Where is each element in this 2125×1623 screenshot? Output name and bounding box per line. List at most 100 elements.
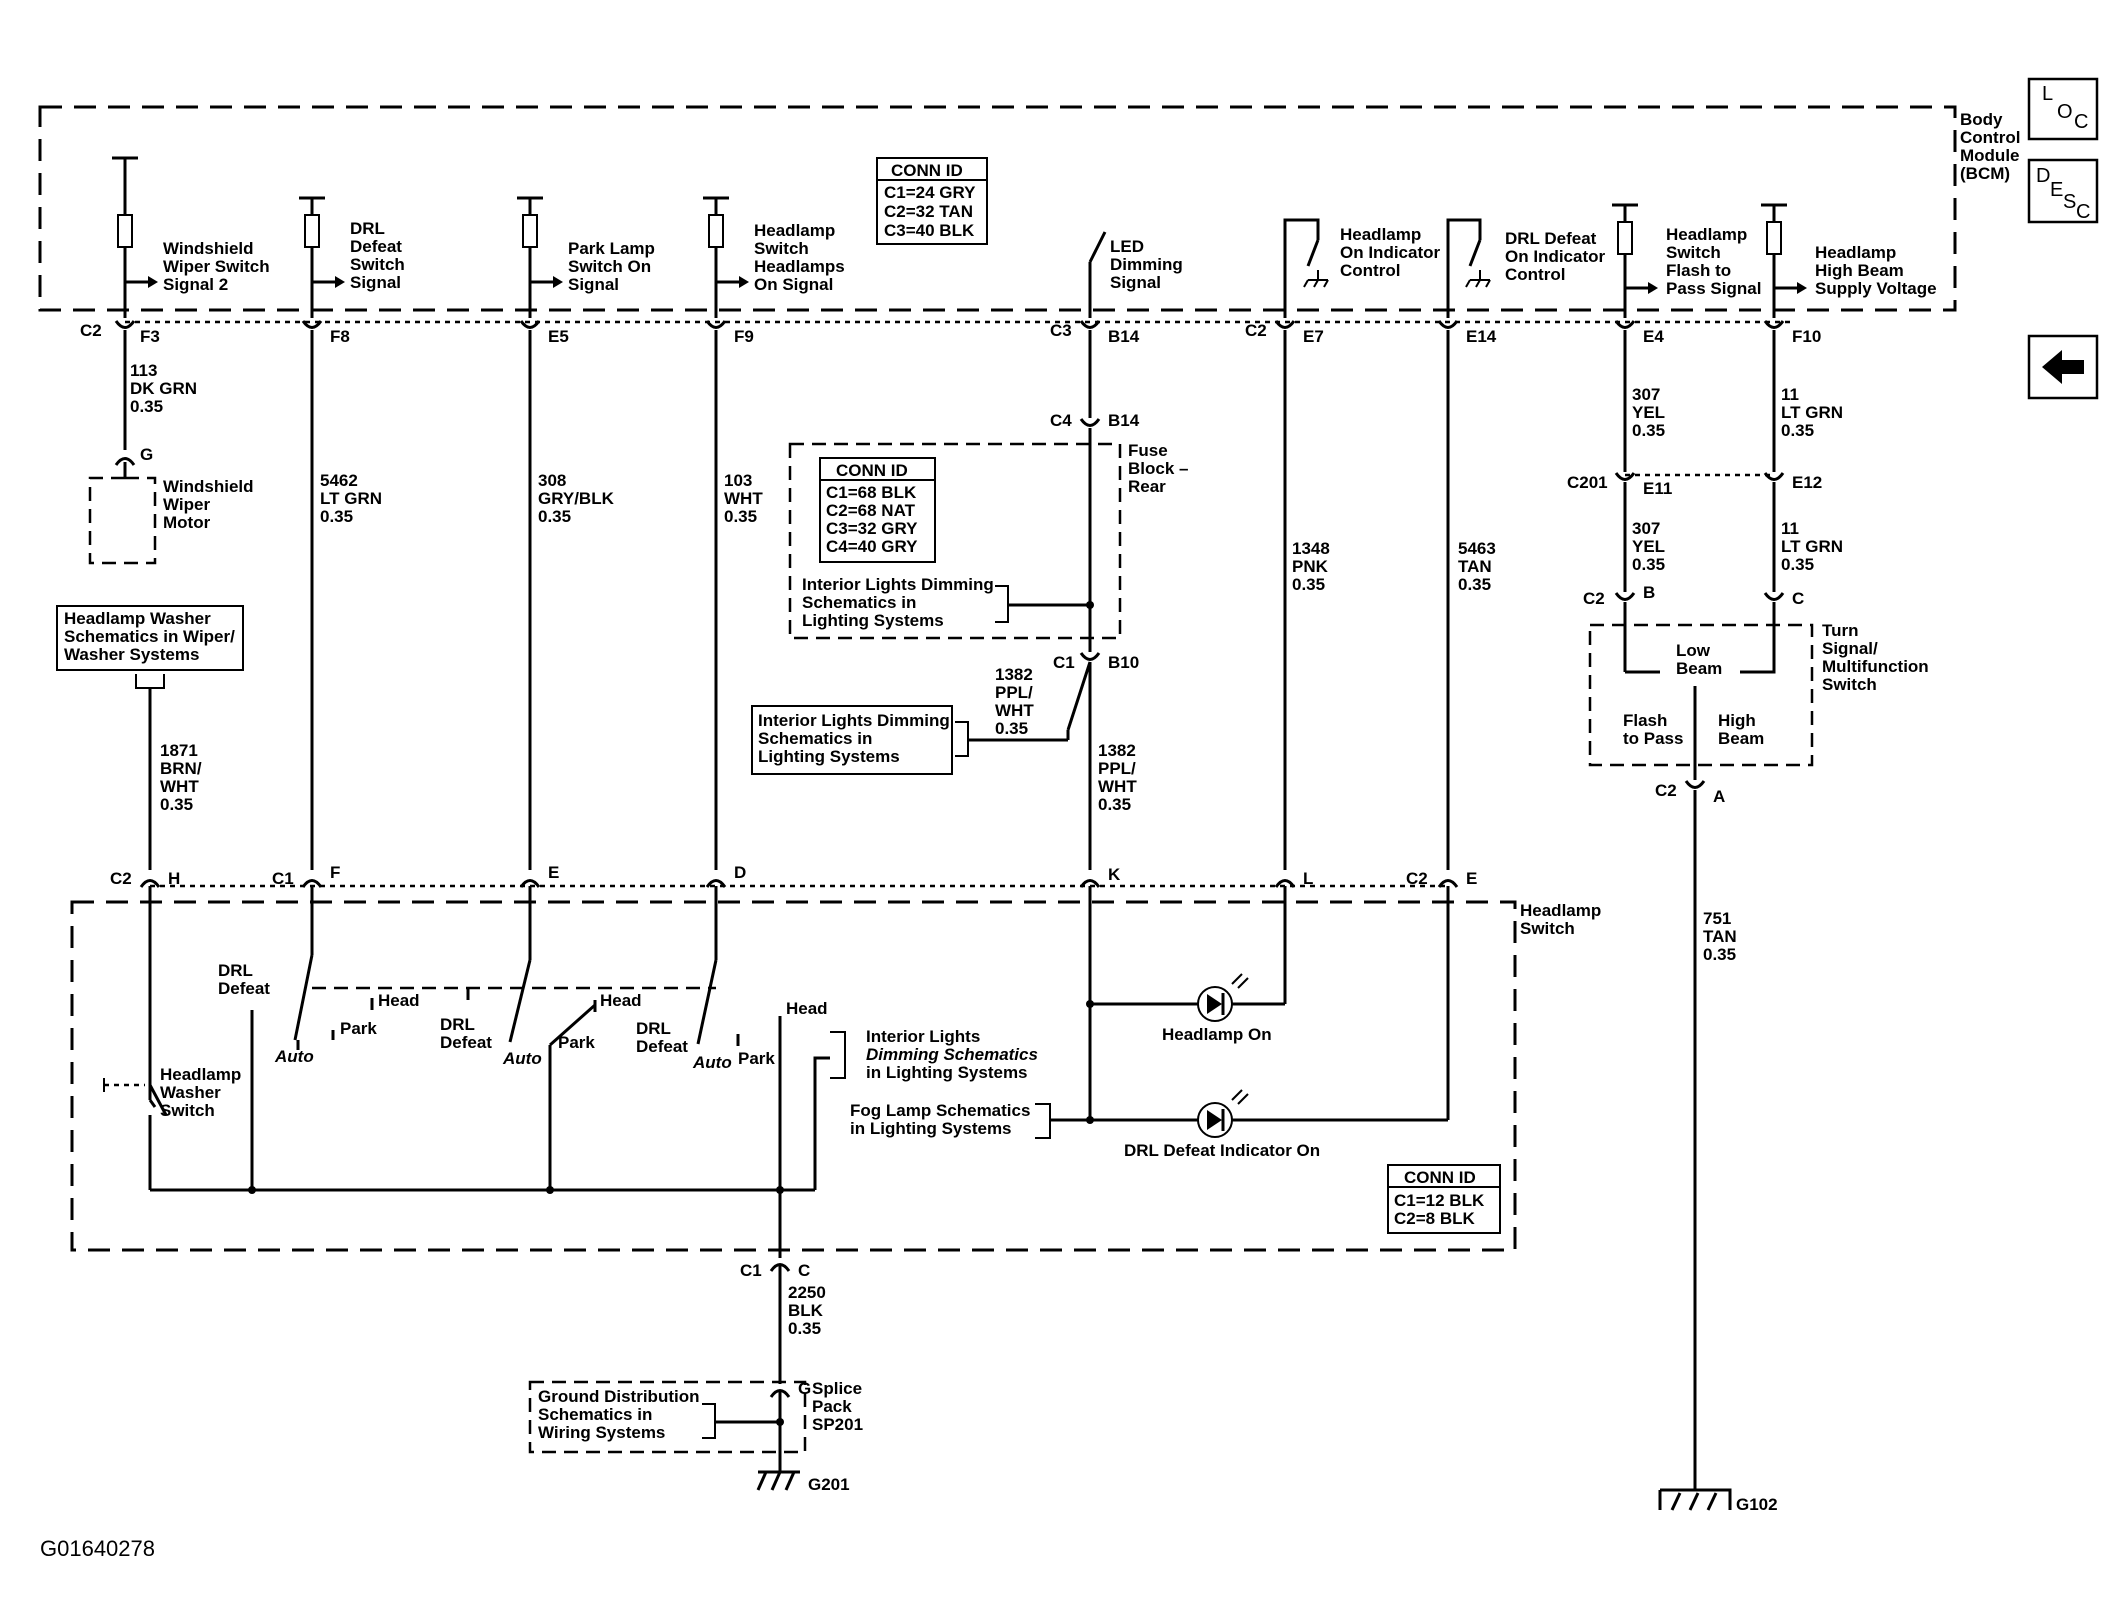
hs-pin-d: D [734, 863, 746, 882]
drl-defeat-2-2: Defeat [440, 1033, 492, 1052]
interior-fuse-ref-1[interactable]: Interior Lights Dimming [802, 575, 994, 594]
fog-ref-1[interactable]: Fog Lamp Schematics [850, 1101, 1030, 1120]
bcm-column-high-beam: Headlamp High Beam Supply Voltage F10 11… [1761, 203, 1937, 625]
interior-fuse-ref-2[interactable]: Schematics in [802, 593, 916, 612]
bcm-pin-c2: C2 [80, 321, 102, 340]
bcm-signal-5-line-1: LED [1110, 237, 1144, 256]
interior-hs-ref-1[interactable]: Interior Lights [866, 1027, 980, 1046]
park-3: Park [738, 1049, 775, 1068]
wire-1382a-color: PPL/ [995, 683, 1033, 702]
fuse-conn-id-title: CONN ID [836, 461, 908, 480]
pin-b10: B10 [1108, 653, 1139, 672]
turn-switch-label-4: Switch [1822, 675, 1877, 694]
back-button[interactable] [2027, 334, 2099, 400]
loc-letter-c: C [2074, 111, 2088, 133]
interior-left-ref-3[interactable]: Lighting Systems [758, 747, 900, 766]
wire-11b-color: LT GRN [1781, 537, 1843, 556]
turn-switch-label-2: Signal/ [1822, 639, 1878, 658]
bcm-label-1: Body [1960, 110, 2003, 129]
drl-indicator-label: DRL Defeat Indicator On [1124, 1141, 1320, 1160]
hs-pin-f: F [330, 863, 340, 882]
bcm-pin-f9: F9 [734, 327, 754, 346]
washer-switch-3: Switch [160, 1101, 215, 1120]
hs-pin-l: L [1303, 869, 1313, 888]
wire-1382b-color: PPL/ [1098, 759, 1136, 778]
washer-ref-3[interactable]: Washer Systems [64, 645, 199, 664]
wire-5463-color: TAN [1458, 557, 1492, 576]
bcm-signal-9-line-1: Headlamp [1815, 243, 1896, 262]
low-beam-2: Beam [1676, 659, 1722, 678]
desc-letter-d: D [2036, 165, 2050, 187]
bcm-signal-3-line-3: Signal [568, 275, 619, 294]
fog-ref-2[interactable]: in Lighting Systems [850, 1119, 1012, 1138]
drl-defeat-3-1: DRL [636, 1019, 671, 1038]
wire-5462-color: LT GRN [320, 489, 382, 508]
wire-308-gauge: 0.35 [538, 507, 571, 526]
wire-1382a-color2: WHT [995, 701, 1034, 720]
pin-g-wiper: G [140, 445, 153, 464]
interior-hs-ref-2[interactable]: Dimming Schematics [866, 1045, 1038, 1064]
interior-hs-ref-3[interactable]: in Lighting Systems [866, 1063, 1028, 1082]
bcm-signal-3-line-1: Park Lamp [568, 239, 655, 258]
ground-ref-2[interactable]: Schematics in [538, 1405, 652, 1424]
interior-left-ref-1[interactable]: Interior Lights Dimming [758, 711, 950, 730]
bcm-signal-2-line-3: Switch [350, 255, 405, 274]
bcm-signal-8-line-4: Pass Signal [1666, 279, 1761, 298]
hs-pin-c1: C1 [272, 869, 294, 888]
interior-left-ref-2[interactable]: Schematics in [758, 729, 872, 748]
wiper-motor-2: Wiper [163, 495, 210, 514]
drl-defeat-top-1: DRL [218, 961, 253, 980]
head-2: Head [600, 991, 642, 1010]
auto-3: Auto [692, 1053, 732, 1072]
wire-1871-gauge: 0.35 [160, 795, 193, 814]
fuse-conn-id-line-3: C3=32 GRY [826, 519, 918, 538]
park-1: Park [340, 1019, 377, 1038]
desc-button[interactable]: D E S C [2027, 158, 2099, 224]
bcm-signal-5-line-2: Dimming [1110, 255, 1183, 274]
bcm-label-2: Control [1960, 128, 2020, 147]
wire-1382b-gauge: 0.35 [1098, 795, 1131, 814]
g201-label: G201 [808, 1475, 850, 1494]
bcm-signal-4-line-3: Headlamps [754, 257, 845, 276]
flash-pass-1: Flash [1623, 711, 1667, 730]
wire-5463-num: 5463 [1458, 539, 1496, 558]
fuse-conn-id-line-2: C2=68 NAT [826, 501, 916, 520]
head-3: Head [786, 999, 828, 1018]
bcm-signal-3-line-2: Switch On [568, 257, 651, 276]
interior-fuse-ref-3[interactable]: Lighting Systems [802, 611, 944, 630]
wire-11a-gauge: 0.35 [1781, 421, 1814, 440]
bcm-signal-5-line-3: Signal [1110, 273, 1161, 292]
wire-5462-gauge: 0.35 [320, 507, 353, 526]
ground-ref-1[interactable]: Ground Distribution [538, 1387, 699, 1406]
bcm-signal-9-line-3: Supply Voltage [1815, 279, 1937, 298]
wire-2250-gauge: 0.35 [788, 1319, 821, 1338]
wire-113-color: DK GRN [130, 379, 197, 398]
bcm-signal-8-line-3: Flash to [1666, 261, 1731, 280]
bcm-signal-4-line-2: Switch [754, 239, 809, 258]
wire-308-num: 308 [538, 471, 566, 490]
auto-1: Auto [274, 1047, 314, 1066]
hs-conn-id-title: CONN ID [1404, 1168, 1476, 1187]
washer-switch-1: Headlamp [160, 1065, 241, 1084]
loc-button[interactable]: L O C [2027, 77, 2099, 141]
bcm-pin-c3: C3 [1050, 321, 1072, 340]
turn-signal-switch: Turn Signal/ Multifunction Switch Low Be… [1588, 621, 1929, 1490]
hs-conn-id-line-1: C1=12 BLK [1394, 1191, 1485, 1210]
wire-2250-color: BLK [788, 1301, 824, 1320]
auto-2: Auto [502, 1049, 542, 1068]
hs-label-2: Switch [1520, 919, 1575, 938]
washer-ref-1[interactable]: Headlamp Washer [64, 609, 211, 628]
high-beam-2: Beam [1718, 729, 1764, 748]
wire-751-num: 751 [1703, 909, 1731, 928]
bcm-pin-f8: F8 [330, 327, 350, 346]
bcm-conn-id-line-1: C1=24 GRY [884, 183, 976, 202]
bcm-conn-id-line-3: C3=40 BLK [884, 221, 975, 240]
bcm-column-drl-indicator: DRL Defeat On Indicator Control E14 5463… [1437, 218, 1606, 870]
pin-c-bottom: C [798, 1261, 810, 1280]
bcm-conn-id-box: CONN ID C1=24 GRY C2=32 TAN C3=40 BLK [876, 157, 988, 245]
ground-ref-3[interactable]: Wiring Systems [538, 1423, 665, 1442]
washer-ref-2[interactable]: Schematics in Wiper/ [64, 627, 235, 646]
hs-conn-id-line-2: C2=8 BLK [1394, 1209, 1475, 1228]
bcm-signal-1-line-2: Wiper Switch [163, 257, 270, 276]
bcm-signal-4-line-4: On Signal [754, 275, 833, 294]
